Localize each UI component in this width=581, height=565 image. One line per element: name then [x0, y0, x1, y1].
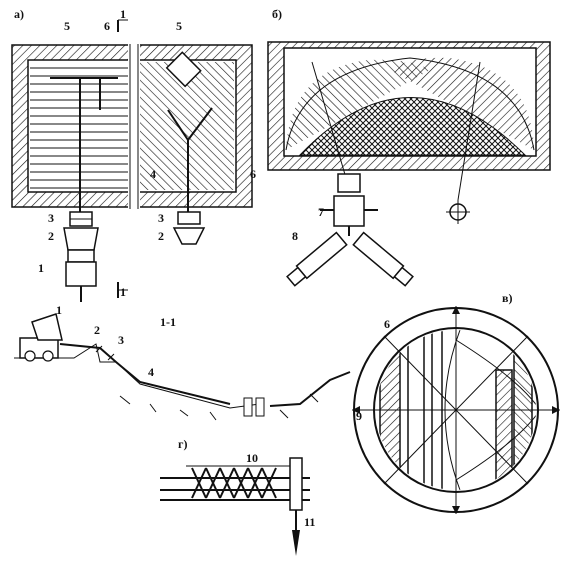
label-9: 9 [356, 409, 362, 423]
center-mound [298, 97, 527, 156]
panel-a: а) 1 1 5 6 5 4 6 3 2 1 3 2 [11, 7, 256, 302]
label-2: 2 [158, 229, 164, 243]
section-mark-bottom: 1 [120, 285, 126, 299]
label-5: 5 [176, 19, 182, 33]
panel-b: б) 7 8 [267, 7, 551, 287]
label-2: 2 [48, 229, 54, 243]
panel-v: в) 6 9 [352, 291, 560, 514]
panel-b-label: б) [272, 7, 282, 21]
label-3: 3 [118, 333, 124, 347]
label-6: 6 [104, 19, 110, 33]
label-4: 4 [148, 365, 154, 379]
label-7: 7 [318, 205, 324, 219]
label-6: 6 [384, 317, 390, 331]
label-4: 4 [150, 167, 156, 181]
label-3: 3 [48, 211, 54, 225]
label-6: 6 [250, 167, 256, 181]
label-11: 11 [304, 515, 315, 529]
section-mark-top: 1 [120, 7, 126, 21]
label-3: 3 [158, 211, 164, 225]
label-10: 10 [246, 451, 258, 465]
label-1: 1 [56, 303, 62, 317]
section-1-1: 1-1 1 2 3 4 [14, 303, 351, 421]
label-5: 5 [64, 19, 70, 33]
panel-g-label: г) [178, 437, 187, 451]
label-2: 2 [94, 323, 100, 337]
label-8: 8 [292, 229, 298, 243]
label-1: 1 [38, 261, 44, 275]
section-title: 1-1 [160, 315, 176, 329]
right-dome [390, 57, 534, 150]
panel-v-label: в) [502, 291, 512, 305]
panel-g: г) 10 11 [160, 437, 315, 556]
panel-a-label: а) [14, 7, 24, 21]
left-dome [286, 59, 430, 150]
